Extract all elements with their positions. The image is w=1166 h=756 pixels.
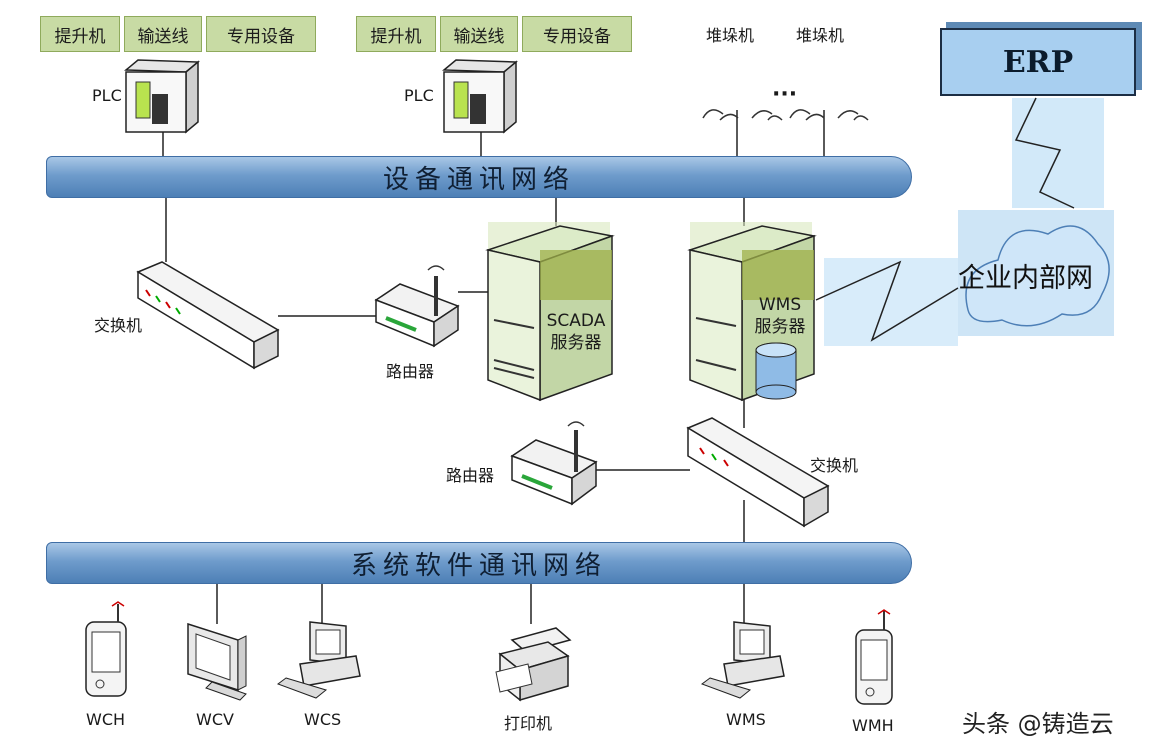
wcs-computer-device bbox=[276, 621, 361, 699]
wms-server-label: WMS 服务器 bbox=[744, 294, 816, 338]
top-left-box-2: 输送线 bbox=[124, 16, 202, 52]
router-top-label: 路由器 bbox=[386, 362, 435, 381]
software-network-bus: 系统软件通讯网络 bbox=[46, 542, 912, 584]
wms-server-device bbox=[687, 222, 817, 402]
client-wmh-label: WMH bbox=[852, 716, 894, 735]
client-wcs-label: WCS bbox=[304, 710, 342, 729]
erp-wireless-link bbox=[1012, 97, 1104, 209]
plc-mid-device bbox=[442, 59, 518, 134]
router-top-device bbox=[374, 265, 460, 348]
router-bottom-label: 路由器 bbox=[446, 466, 495, 485]
plc-left-label: PLC bbox=[92, 86, 122, 105]
wms-computer-device bbox=[700, 621, 785, 699]
plc-left-device bbox=[124, 59, 200, 134]
intranet-cloud bbox=[958, 210, 1114, 336]
scada-label-line2: 服务器 bbox=[550, 333, 602, 353]
stacker-label-2: 堆垛机 bbox=[796, 26, 845, 45]
switch-left-label: 交换机 bbox=[94, 316, 143, 335]
intranet-label: 企业内部网 bbox=[958, 263, 1093, 294]
top-left-box-3: 专用设备 bbox=[206, 16, 316, 52]
watermark: 头条 @铸造云 bbox=[962, 710, 1114, 738]
wms-label-line2: 服务器 bbox=[754, 317, 806, 337]
stacker-label-1: 堆垛机 bbox=[706, 26, 755, 45]
stacker-wireless-2 bbox=[789, 109, 869, 121]
client-wch-label: WCH bbox=[86, 710, 126, 729]
wms-intranet-link bbox=[815, 258, 959, 346]
switch-right-device bbox=[686, 417, 830, 528]
wms-label-line1: WMS bbox=[758, 295, 802, 315]
top-mid-box-3: 专用设备 bbox=[522, 16, 632, 52]
switch-right-label: 交换机 bbox=[810, 456, 859, 475]
switch-left-device bbox=[136, 261, 280, 370]
stacker-wireless-1 bbox=[702, 109, 783, 121]
erp-box: ERP bbox=[940, 28, 1136, 96]
printer-device bbox=[495, 627, 572, 702]
wcv-terminal-device bbox=[187, 622, 247, 701]
plc-mid-label: PLC bbox=[404, 86, 434, 105]
wmh-handheld-device bbox=[855, 609, 893, 705]
top-mid-box-1: 提升机 bbox=[356, 16, 436, 52]
router-bottom-device bbox=[510, 421, 598, 506]
top-mid-box-2: 输送线 bbox=[440, 16, 518, 52]
client-wcv-label: WCV bbox=[196, 710, 234, 729]
client-wms-label: WMS bbox=[726, 710, 766, 729]
device-network-bus: 设备通讯网络 bbox=[46, 156, 912, 198]
stacker-ellipsis: ··· bbox=[772, 82, 798, 107]
client-printer-label: 打印机 bbox=[504, 714, 553, 733]
scada-server-device bbox=[485, 222, 615, 402]
top-left-box-1: 提升机 bbox=[40, 16, 120, 52]
scada-label-line1: SCADA bbox=[546, 311, 606, 331]
scada-server-label: SCADA 服务器 bbox=[542, 310, 610, 354]
wch-handheld-device bbox=[85, 601, 127, 697]
